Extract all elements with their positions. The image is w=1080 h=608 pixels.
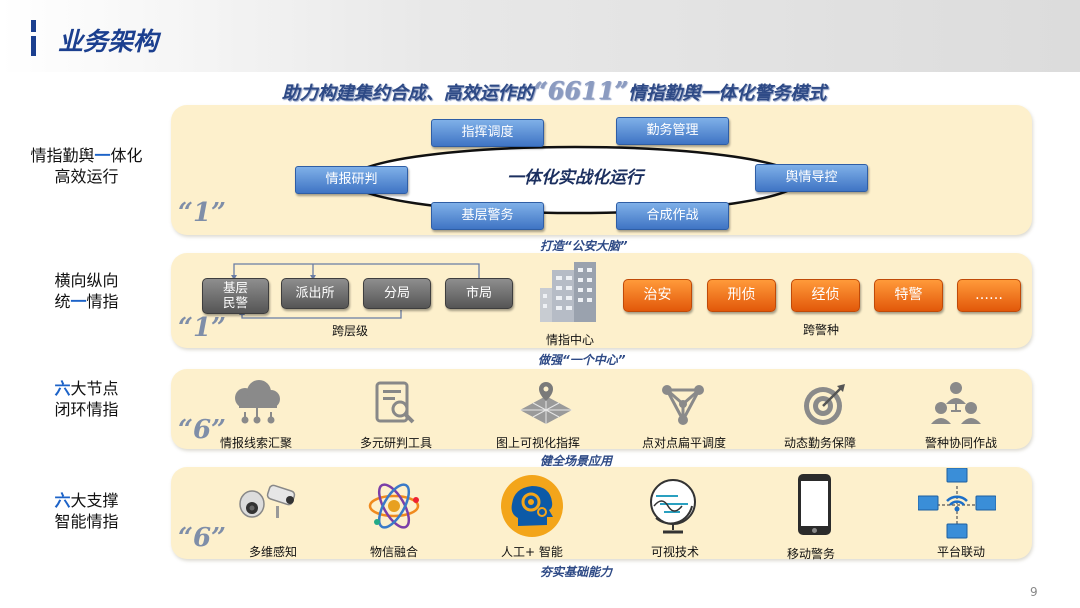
police-special[interactable]: 特警 [874, 279, 943, 312]
label-text: 高效运行 [54, 167, 118, 186]
big-number: “6” [178, 523, 226, 553]
page-number: 9 [1030, 585, 1038, 599]
label-text: 横向纵向 [54, 271, 118, 290]
header-accent-bar [31, 20, 36, 32]
support-label: 平台联动 [937, 543, 985, 560]
row-label-line: 统一情指 [0, 291, 173, 312]
ai-head-icon [500, 474, 564, 538]
grassroots-police-button[interactable]: 基层警务 [431, 202, 544, 230]
triangle-nodes-icon [659, 382, 707, 428]
support-label: 多维感知 [249, 543, 297, 560]
police-public-security[interactable]: 治安 [623, 279, 692, 312]
header-bar [0, 0, 1080, 72]
center-text: 一体化实战化运行 [430, 163, 720, 188]
label-text: 大支撑 [71, 491, 119, 510]
network-platform-icon [918, 468, 996, 542]
node-label: 多元研判工具 [360, 434, 432, 451]
label-text: 情指勤舆 [30, 146, 94, 165]
row-label-line: 横向纵向 [0, 270, 173, 291]
big-number: “6” [178, 415, 226, 445]
subtitle-post: 情指勤舆一体化警务模式 [628, 83, 826, 104]
row-label-six-nodes: 六大节点 闭环情指 [0, 378, 173, 420]
visual-globe-icon [646, 478, 704, 536]
subtitle-quote-open: “ [534, 76, 548, 105]
building-icon [540, 262, 602, 324]
support-label: 物信融合 [370, 543, 418, 560]
subtitle-quote-close: ” [614, 76, 628, 105]
big-number: “1” [178, 198, 226, 228]
subtitle-number: 6611 [548, 76, 615, 105]
label-text: 闭环情指 [54, 400, 118, 419]
level-grassroots-officer[interactable]: 基层 民警 [202, 278, 269, 314]
subtitle: 助力构建集约合成、高效运作的“6611”情指勤舆一体化警务模式 [0, 76, 1080, 105]
row-label-line: 智能情指 [0, 511, 173, 532]
camera-icon [238, 482, 298, 524]
row-label-unified: 横向纵向 统一情指 [0, 270, 173, 312]
label-text: 体化 [111, 146, 143, 165]
atom-icon [367, 478, 421, 534]
panel-six-nodes [171, 369, 1032, 449]
label-highlight: 一 [94, 146, 110, 165]
label-text: 统 [54, 292, 70, 311]
row-label-line: 六大支撑 [0, 490, 173, 511]
center-label: 情指中心 [546, 331, 594, 348]
level-branch-bureau[interactable]: 分局 [363, 278, 431, 309]
level-city-bureau[interactable]: 市局 [445, 278, 513, 309]
intel-analysis-button[interactable]: 情报研判 [295, 166, 408, 194]
row-label-integration: 情指勤舆一体化 高效运行 [0, 145, 173, 187]
connector-line [234, 264, 479, 280]
subtitle-pre: 助力构建集约合成、高效运作的 [282, 83, 534, 104]
document-search-icon [372, 380, 418, 426]
node-label: 动态勤务保障 [784, 434, 856, 451]
mobile-phone-icon [797, 473, 833, 537]
police-economic[interactable]: 经侦 [791, 279, 860, 312]
joint-operation-button[interactable]: 合成作战 [616, 202, 729, 230]
dispatch-button[interactable]: 指挥调度 [431, 119, 544, 147]
label-highlight: 一 [70, 292, 86, 311]
cloud-network-icon [229, 378, 285, 426]
support-label: 可视技术 [651, 543, 699, 560]
police-caption: 跨警种 [803, 321, 839, 338]
row-caption: 打造“公安大脑” [540, 237, 627, 254]
levels-caption: 跨层级 [332, 322, 368, 339]
level-police-station[interactable]: 派出所 [281, 278, 349, 309]
label-text: 智能情指 [54, 512, 118, 531]
police-more[interactable]: …… [957, 279, 1021, 312]
node-label: 警种协同作战 [925, 434, 997, 451]
target-icon [801, 382, 847, 428]
label-text: 情指 [87, 292, 119, 311]
map-grid-icon [518, 380, 574, 426]
row-label-line: 高效运行 [0, 166, 173, 187]
node-label: 点对点扁平调度 [642, 434, 726, 451]
row-label-six-supports: 六大支撑 智能情指 [0, 490, 173, 532]
police-criminal[interactable]: 刑侦 [707, 279, 776, 312]
row-caption: 夯实基础能力 [540, 563, 612, 580]
label-highlight: 六 [54, 491, 70, 510]
support-label: 移动警务 [787, 545, 835, 562]
people-network-icon [931, 380, 981, 428]
duty-management-button[interactable]: 勤务管理 [616, 117, 729, 145]
node-label: 情报线索汇聚 [220, 434, 292, 451]
row-label-line: 六大节点 [0, 378, 173, 399]
label-highlight: 六 [54, 379, 70, 398]
row-label-line: 闭环情指 [0, 399, 173, 420]
row-label-line: 情指勤舆一体化 [0, 145, 173, 166]
row-caption: 做强“一个中心” [538, 351, 625, 368]
label-text: 大节点 [71, 379, 119, 398]
node-label: 图上可视化指挥 [496, 434, 580, 451]
support-label: 人工+ 智能 [501, 543, 563, 560]
panel-six-supports [171, 467, 1032, 559]
opinion-control-button[interactable]: 舆情导控 [755, 164, 868, 192]
page-title: 业务架构 [58, 22, 158, 58]
header-accent-bar [31, 36, 36, 56]
